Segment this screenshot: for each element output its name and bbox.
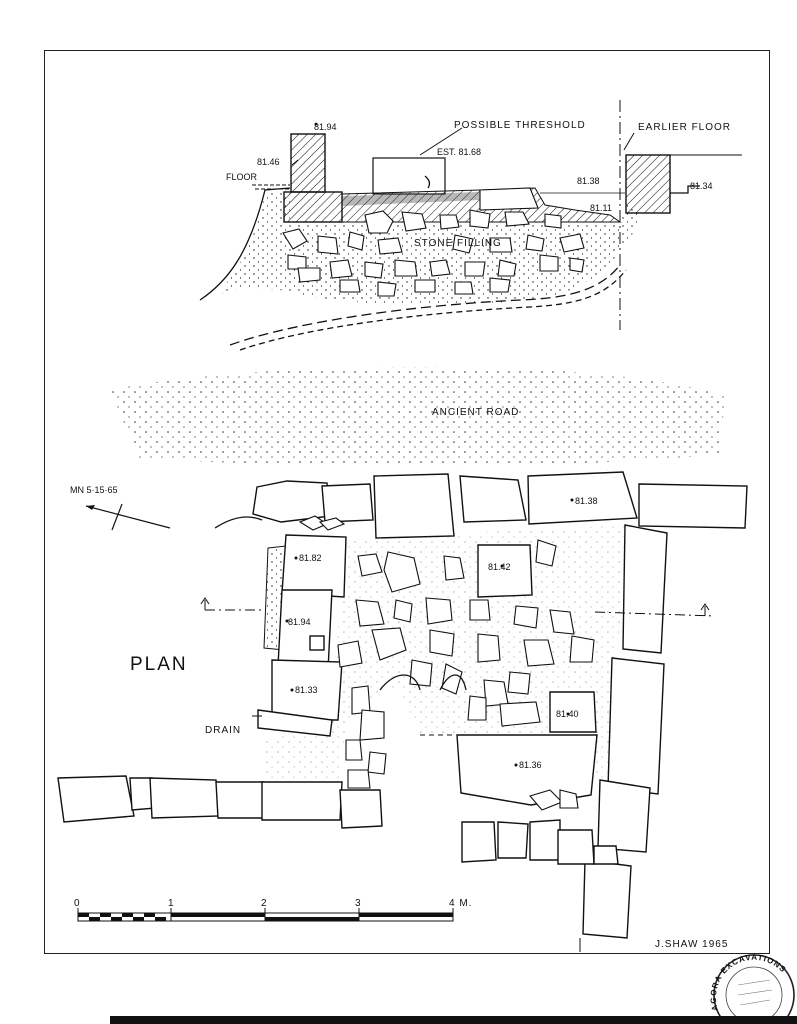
ancient-road-area	[110, 367, 725, 467]
elev-earlier-floor: 81.34	[690, 181, 713, 191]
plan-title: PLAN	[130, 654, 188, 675]
scale-tick-0: 0	[74, 898, 81, 909]
label-earlier-floor: EARLIER FLOOR	[638, 122, 731, 133]
elev-right-block: 81.40	[556, 709, 579, 719]
elev-threshold: EST. 81.68	[437, 147, 481, 157]
elev-wall-top: 81.94	[314, 122, 337, 132]
scale-bar	[77, 908, 454, 922]
elev-top-block: 81.38	[575, 496, 598, 506]
label-drain: DRAIN	[205, 725, 241, 736]
elev-bottom-block: 81.36	[519, 760, 542, 770]
film-edge	[110, 1016, 797, 1024]
label-ancient-road: ANCIENT ROAD	[432, 407, 519, 418]
elev-low-point: 81.11	[590, 203, 612, 213]
scale-tick-3: 3	[355, 898, 362, 909]
north-arrow-label: MN 5·15·65	[70, 485, 118, 495]
elev-center-block: 81.42	[488, 562, 511, 572]
agora-stamp: AGORA EXCAVATIONS	[709, 953, 795, 1024]
elev-floor-level: 81.46	[257, 157, 280, 167]
drawing-border	[44, 50, 770, 954]
scale-tick-2: 2	[261, 898, 268, 909]
label-stone-filling: STONE FILLING	[414, 238, 502, 249]
elev-right-floor: 81.38	[577, 176, 600, 186]
label-possible-threshold: POSSIBLE THRESHOLD	[454, 120, 586, 131]
credit-text: J.SHAW 1965	[655, 939, 728, 950]
scale-tick-4: 4 M.	[449, 898, 472, 909]
elev-left-lower: 81.33	[295, 685, 318, 695]
elev-left-upper: 81.82	[299, 553, 322, 563]
plan-drawing	[57, 471, 748, 939]
section-drawing	[199, 100, 742, 351]
label-floor: FLOOR	[226, 172, 258, 182]
scale-tick-1: 1	[168, 898, 175, 909]
elev-left-middle: 81.94	[288, 617, 311, 627]
